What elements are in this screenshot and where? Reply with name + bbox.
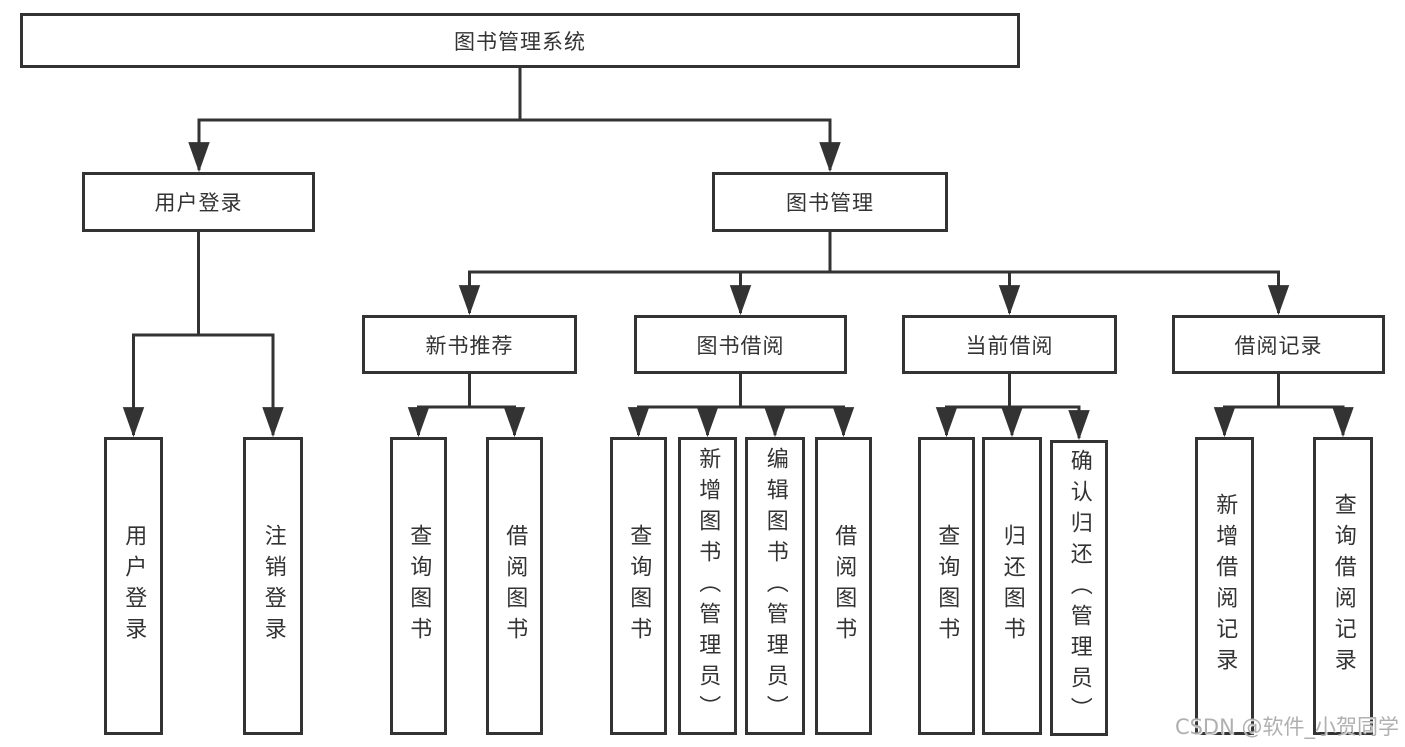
connector-new-book-children [407, 374, 526, 438]
leaf-add-borrow-record: 新增借阅记录 [1195, 437, 1254, 735]
leaf-confirm-return-admin: 确认归还（管理员） [1050, 440, 1108, 736]
leaf-query-books-current: 查询图书 [918, 437, 975, 735]
node-library-management-system: 图书管理系统 [20, 13, 1020, 68]
connector-borrow-records-children [1213, 374, 1354, 438]
connector-current-borrow-children [935, 374, 1090, 441]
node-current-borrowing: 当前借阅 [902, 315, 1117, 374]
leaf-user-login: 用户登录 [104, 437, 163, 735]
leaf-query-books-borrowing: 查询图书 [610, 437, 667, 735]
watermark-text: CSDN @软件_小贺同学 [1174, 715, 1399, 739]
connector-book-borrow-children [627, 374, 855, 438]
leaf-return-books: 归还图书 [982, 437, 1042, 735]
connector-root-to-level2 [188, 68, 841, 173]
leaf-borrow-books-recommend: 借阅图书 [486, 437, 543, 735]
leaf-borrow-books-borrowing: 借阅图书 [815, 437, 872, 735]
leaf-logout: 注销登录 [243, 437, 303, 735]
leaf-add-book-admin: 新增图书（管理员） [678, 437, 737, 735]
connector-user-login-children [122, 232, 284, 438]
node-new-book-recommendation: 新书推荐 [362, 315, 577, 374]
leaf-edit-book-admin: 编辑图书（管理员） [745, 437, 805, 735]
node-book-management: 图书管理 [712, 172, 948, 232]
node-user-login: 用户登录 [82, 172, 315, 232]
connector-book-management-children [458, 232, 1290, 316]
node-borrowing-records: 借阅记录 [1172, 315, 1385, 374]
leaf-query-borrow-record: 查询借阅记录 [1313, 437, 1373, 735]
leaf-query-books-recommend: 查询图书 [390, 437, 447, 735]
node-book-borrowing: 图书借阅 [634, 315, 847, 374]
